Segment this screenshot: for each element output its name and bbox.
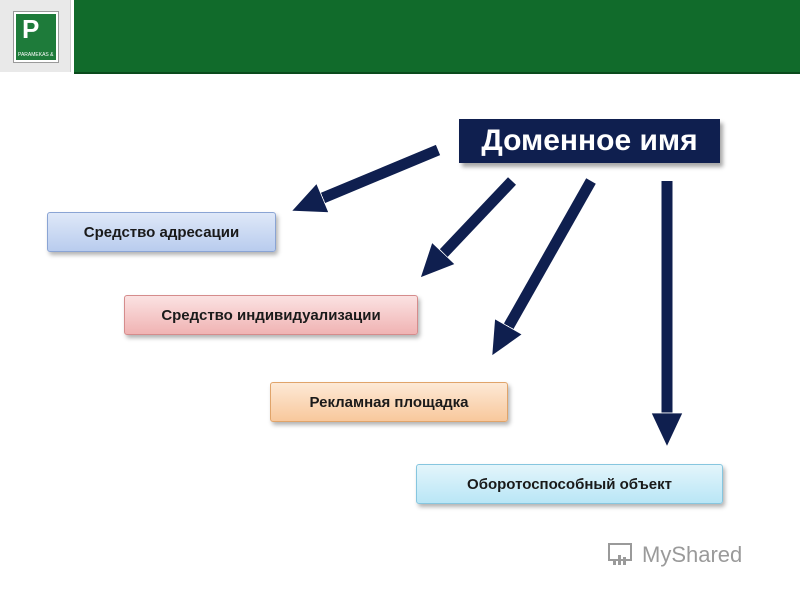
presentation-icon — [606, 541, 636, 569]
watermark-text: MyShared — [642, 542, 743, 567]
arrow-to-addressing — [318, 144, 441, 200]
company-logo: P PARAMEKAS & PARTNERS — [14, 12, 58, 62]
title-box: Доменное имя — [459, 119, 720, 163]
node-addressing: Средство адресации — [47, 212, 276, 252]
node-individualization: Средство индивидуализации — [124, 295, 418, 335]
logo-caption: PARAMEKAS & PARTNERS — [18, 52, 54, 58]
logo-letter: P — [22, 14, 40, 44]
node-advertising: Рекламная площадка — [270, 382, 508, 422]
header-bar — [74, 0, 800, 74]
diagram-title: Доменное имя — [481, 124, 698, 157]
logo-panel: P PARAMEKAS & PARTNERS — [0, 0, 71, 72]
watermark: MyShared — [606, 537, 766, 573]
arrow-to-advertising — [506, 178, 596, 331]
arrow-to-individualization — [440, 177, 516, 257]
node-tradable-object: Оборотоспособный объект — [416, 464, 723, 504]
